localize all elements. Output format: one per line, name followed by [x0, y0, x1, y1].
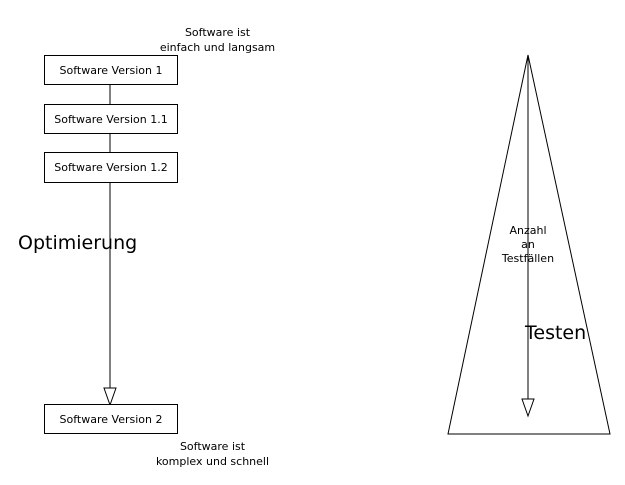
test-cases-arrow-head — [521, 398, 535, 418]
box-software-version-1: Software Version 1 — [44, 55, 178, 85]
note-simple-slow: Software ist einfach und langsam — [150, 25, 285, 55]
note-complex-fast: Software ist komplex und schnell — [145, 439, 280, 469]
note-simple-slow-line2: einfach und langsam — [159, 41, 276, 54]
label-anzahl-line2: an — [521, 238, 535, 251]
box-software-version-1-1: Software Version 1.1 — [44, 104, 178, 134]
optimization-arrow-head — [103, 387, 117, 407]
box-software-version-1-2: Software Version 1.2 — [44, 152, 178, 183]
label-anzahl-testfaelle: Anzahl an Testfällen — [488, 224, 568, 266]
note-complex-fast-line2: komplex und schnell — [155, 455, 270, 468]
box-software-version-2: Software Version 2 — [44, 404, 178, 434]
note-complex-fast-line1: Software ist — [179, 440, 246, 453]
testing-pyramid-triangle — [447, 54, 611, 435]
label-anzahl-line3: Testfällen — [501, 252, 555, 265]
label-anzahl-line1: Anzahl — [509, 224, 547, 237]
note-simple-slow-line1: Software ist — [184, 26, 251, 39]
label-optimierung: Optimierung — [18, 232, 138, 254]
label-testen: Testen — [525, 322, 587, 344]
